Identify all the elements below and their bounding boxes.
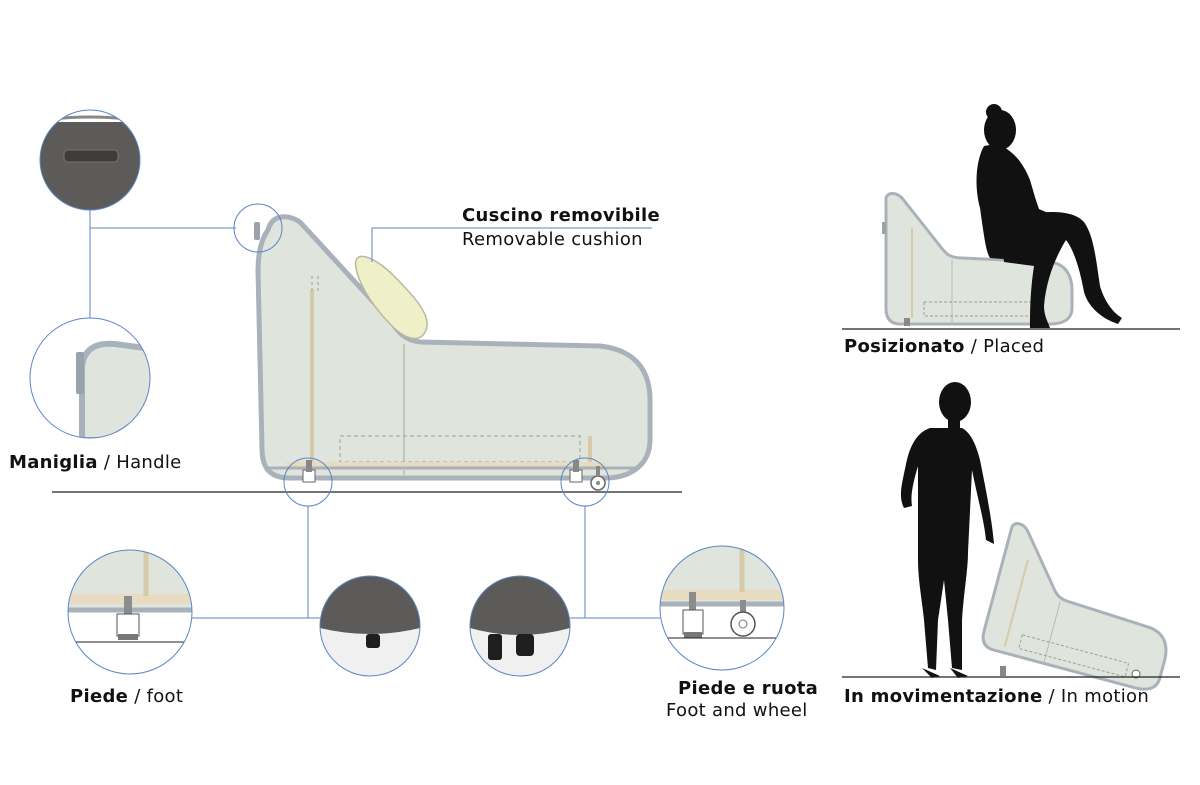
callout-lines <box>89 203 660 619</box>
motion-label-it: In movimentazione <box>844 686 1043 707</box>
foot-label-it: Piede <box>70 686 129 707</box>
label-separator: / <box>1048 686 1055 707</box>
foot-photo-closeup <box>319 575 421 677</box>
placed-label-en: Placed <box>983 336 1045 357</box>
handle-label: Maniglia / Handle <box>9 452 182 473</box>
motion-label: In movimentazione / In motion <box>844 686 1149 707</box>
label-separator: / <box>970 336 978 357</box>
cushion-label-it-text: Cuscino removibile <box>462 205 660 226</box>
foot-label: Piede / foot <box>70 686 183 707</box>
label-separator: / <box>103 452 111 473</box>
handle-detail-circle <box>39 109 141 211</box>
placed-label-it: Posizionato <box>844 336 965 357</box>
cushion-label-it: Cuscino removibile <box>462 205 660 226</box>
placed-scene <box>842 104 1180 330</box>
main-chaise <box>254 214 653 491</box>
wheel-photo-closeup <box>469 575 571 677</box>
motion-scene <box>842 382 1180 691</box>
label-separator: / <box>134 686 141 707</box>
removable-cushion <box>354 255 428 340</box>
foot-zoom <box>67 549 193 675</box>
wheel-label-it-text: Piede e ruota <box>678 678 819 699</box>
wheel-label-en-text: Foot and wheel <box>666 700 808 721</box>
wheel-label-en: Foot and wheel <box>666 700 808 721</box>
wheel-label-it: Piede e ruota <box>678 678 818 699</box>
seated-person-silhouette <box>976 104 1122 328</box>
placed-label: Posizionato / Placed <box>844 336 1044 357</box>
handle-corner-zoom <box>29 317 151 439</box>
foot-and-wheel-zoom <box>659 545 785 671</box>
standing-person-silhouette <box>900 382 994 678</box>
motion-label-en: In motion <box>1060 686 1150 707</box>
handle-label-it: Maniglia <box>9 452 98 473</box>
cushion-label-en: Removable cushion <box>462 229 643 250</box>
cushion-label-en-text: Removable cushion <box>462 229 643 250</box>
foot-label-en: foot <box>146 686 184 707</box>
handle-label-en: Handle <box>116 452 182 473</box>
